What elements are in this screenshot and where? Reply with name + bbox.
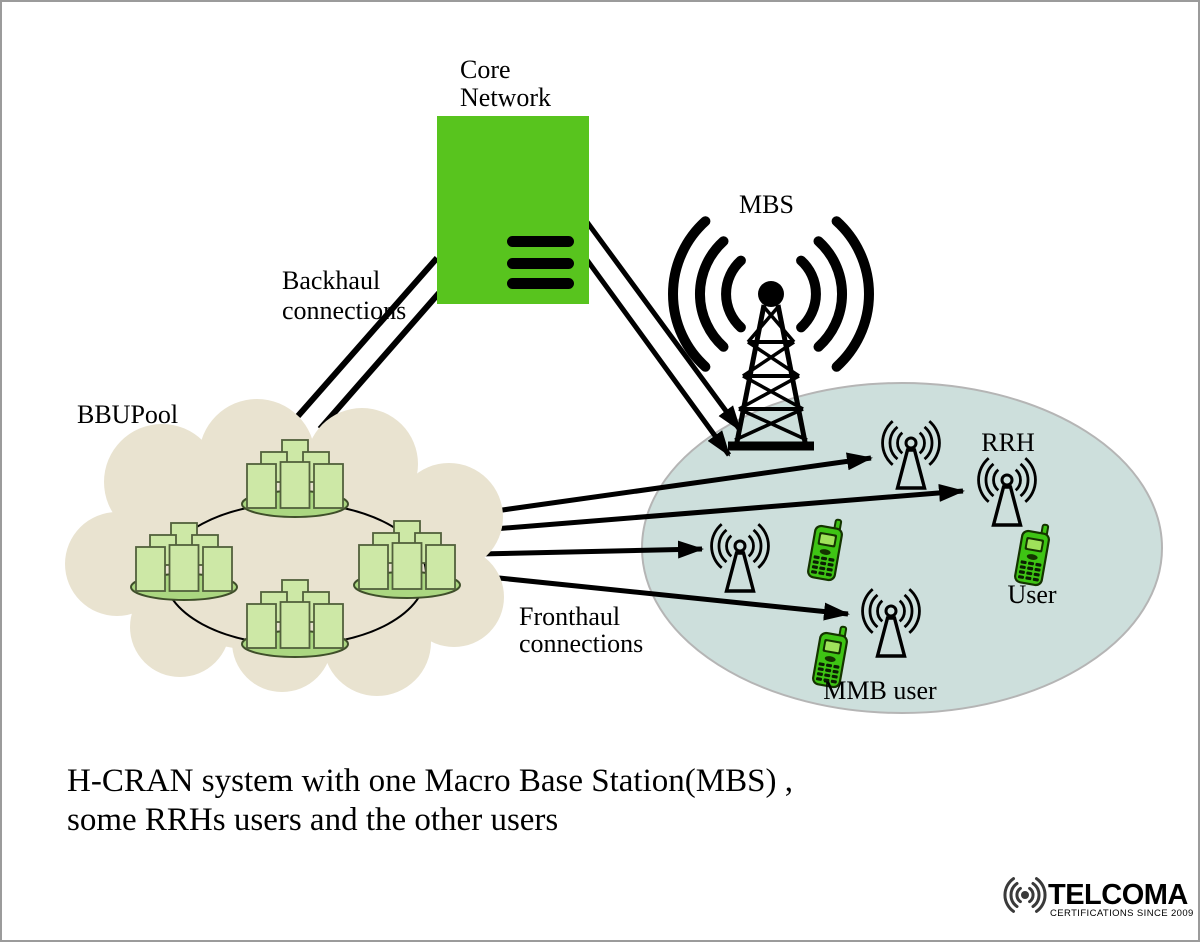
logo-name: TELCOMA xyxy=(1048,879,1188,911)
caption-line: some RRHs users and the other users xyxy=(67,802,558,838)
core-network-label: Network xyxy=(460,83,551,112)
mbs-label: MBS xyxy=(739,190,794,219)
logo-tagline: CERTIFICATIONS SINCE 2009 xyxy=(1050,908,1194,919)
core-network-label: Core xyxy=(460,55,511,84)
fronthaul-label: connections xyxy=(519,629,643,658)
caption: H-CRAN system with one Macro Base Statio… xyxy=(67,763,793,838)
core-mbs-line xyxy=(584,220,743,432)
fronthaul-line xyxy=(478,540,704,559)
fronthaul-label: Fronthaul xyxy=(519,602,620,631)
core-network-slots-icon xyxy=(507,236,574,289)
fronthaul-line xyxy=(473,452,873,517)
radio-waves-icon xyxy=(668,216,874,372)
core-network-box xyxy=(437,116,589,304)
backhaul-line xyxy=(317,291,442,431)
core-mbs-line xyxy=(584,258,732,457)
mbs-tower-icon xyxy=(728,281,814,451)
fronthaul-line xyxy=(498,575,850,621)
cloud-shape xyxy=(65,399,504,696)
telcoma-logo: TELCOMA CERTIFICATIONS SINCE 2009 xyxy=(1003,877,1194,919)
backhaul-label: connections xyxy=(282,296,406,325)
backhaul-label: Backhaul xyxy=(282,266,380,295)
mmb-user-label: MMB user xyxy=(823,676,937,705)
fronthaul-line xyxy=(468,483,965,534)
rrh-label: RRH xyxy=(981,428,1035,457)
backhaul-line xyxy=(295,256,440,418)
labels: Core Network MBS Backhaul connections BB… xyxy=(77,55,1057,705)
signal-waves-icon xyxy=(1003,877,1047,913)
user-label: User xyxy=(1007,580,1056,609)
bbupool-label: BBUPool xyxy=(77,400,178,429)
connections xyxy=(295,220,965,621)
caption-line: H-CRAN system with one Macro Base Statio… xyxy=(67,763,793,799)
